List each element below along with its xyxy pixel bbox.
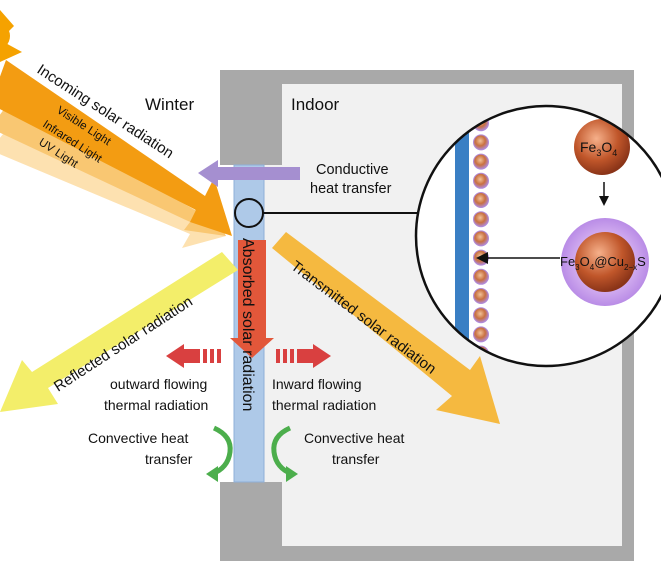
convective-left-label-line2: transfer <box>145 451 193 467</box>
inward-thermal-label-line2: thermal radiation <box>272 397 376 413</box>
coated-particle-bead <box>473 211 489 228</box>
coated-particle-label: Fe3O4@Cu2−xS <box>560 254 646 272</box>
conductive-heat-transfer-arrow <box>198 160 300 187</box>
core-particle-icon <box>574 119 630 175</box>
reflected-solar-radiation-arrow <box>0 252 238 412</box>
coated-particle-core-icon <box>575 232 635 292</box>
convective-right-label-line1: Convective heat <box>304 430 405 446</box>
indoor-label: Indoor <box>291 95 340 114</box>
core-particle-label: Fe3O4 <box>580 139 617 158</box>
coated-particle-bead <box>473 326 489 343</box>
inset-glass-layer <box>455 106 469 366</box>
lower-wall-block <box>220 482 282 561</box>
incoming-solar-radiation-arrow <box>0 60 232 248</box>
inward-thermal-radiation-arrow <box>276 344 331 368</box>
conductive-label-line1: Conductive <box>316 162 389 178</box>
top-wall <box>220 70 634 84</box>
convective-right-label-line2: transfer <box>332 451 380 467</box>
coated-particle-bead <box>473 192 489 208</box>
nanoparticle-inset: Fe3O4 Fe3O4@Cu2−xS <box>414 104 661 368</box>
absorbed-radiation-label: Absorbed solar radiation <box>239 238 256 411</box>
outward-thermal-label-line2: thermal radiation <box>104 397 208 413</box>
sun-icon <box>0 10 22 62</box>
coated-particle-bead <box>473 268 489 285</box>
outward-thermal-radiation-arrow <box>166 344 221 368</box>
season-label: Winter <box>145 95 194 114</box>
absorbed-solar-radiation-arrow <box>230 240 274 358</box>
upper-wall-block <box>220 70 282 165</box>
convective-left-label-line1: Convective heat <box>88 430 189 446</box>
convective-left-arrow <box>206 425 233 482</box>
coated-particle-bead <box>473 134 489 151</box>
window-frame-left <box>220 165 234 482</box>
coated-particle-bead <box>473 288 489 304</box>
bottom-wall <box>220 546 634 561</box>
coated-particle-bead <box>473 153 489 170</box>
coated-particle-bead <box>473 307 489 324</box>
coated-particle-bead <box>473 172 489 189</box>
outward-thermal-label-line1: outward flowing <box>110 376 207 392</box>
inward-thermal-label-line1: Inward flowing <box>272 376 362 392</box>
transmitted-solar-radiation-arrow <box>272 232 500 424</box>
conductive-label-line2: heat transfer <box>310 181 392 197</box>
inset-border <box>414 104 661 368</box>
coated-particle-bead <box>473 230 489 247</box>
convective-right-arrow <box>271 425 298 482</box>
